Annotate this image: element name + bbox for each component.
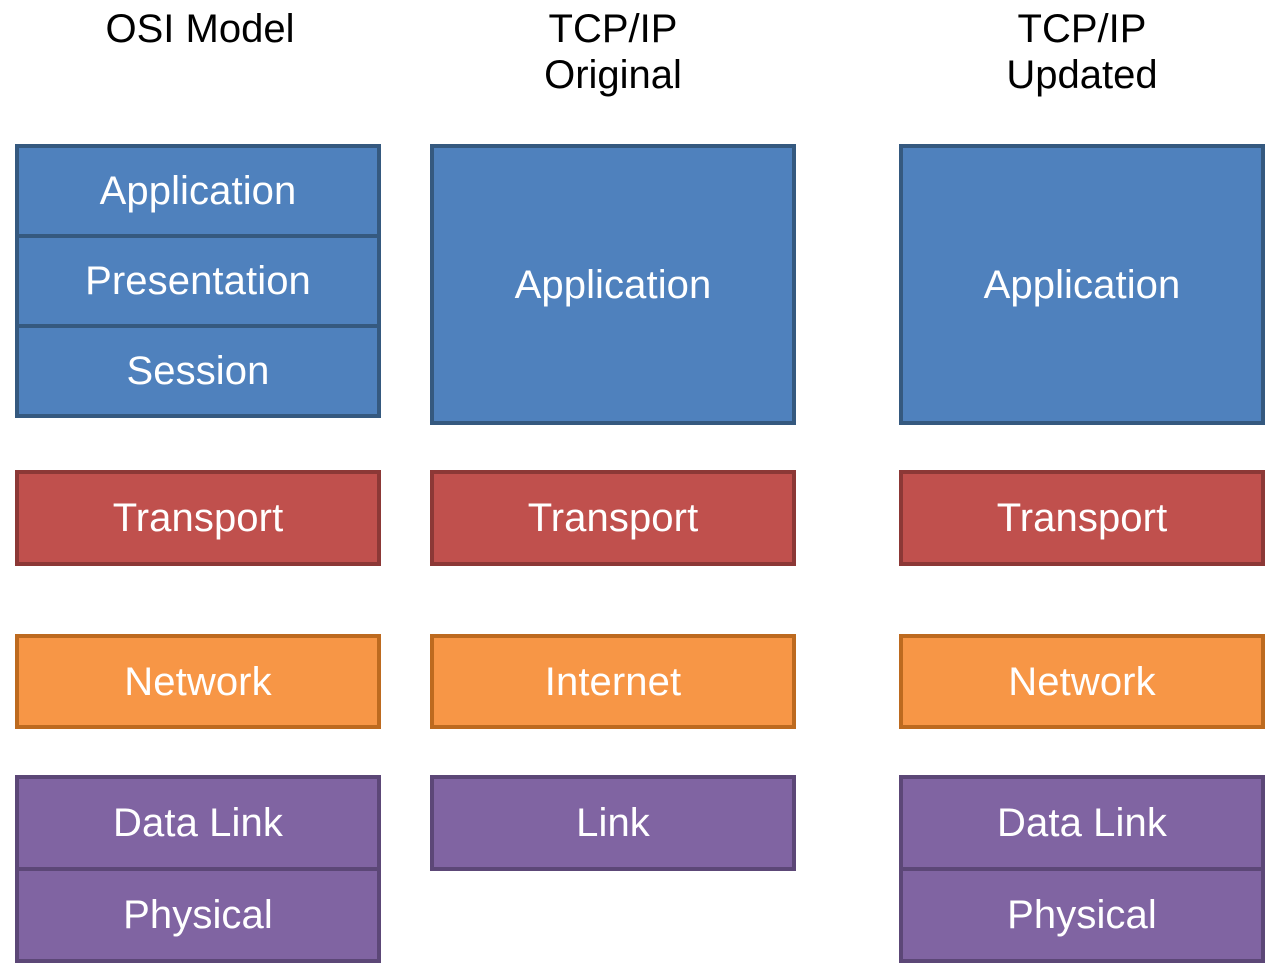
layer-box-internet[interactable]: Internet bbox=[430, 634, 796, 729]
layer-group-osi-transport: Transport bbox=[15, 470, 381, 566]
layer-group-osi-lower: Data Link Physical bbox=[15, 775, 381, 963]
layer-box-presentation[interactable]: Presentation bbox=[15, 234, 381, 328]
layer-box-network[interactable]: Network bbox=[899, 634, 1265, 729]
layer-group-tcpip-updated-upper: Application bbox=[899, 144, 1265, 425]
layer-box-network[interactable]: Network bbox=[15, 634, 381, 729]
column-header-tcpip-updated: TCP/IP Updated bbox=[1006, 7, 1158, 97]
column-header-tcpip-original: TCP/IP Original bbox=[544, 7, 682, 97]
layer-box-transport[interactable]: Transport bbox=[899, 470, 1265, 566]
layer-box-transport[interactable]: Transport bbox=[15, 470, 381, 566]
layer-group-tcpip-original-upper: Application bbox=[430, 144, 796, 425]
layer-box-physical[interactable]: Physical bbox=[899, 867, 1265, 963]
layer-box-data-link[interactable]: Data Link bbox=[15, 775, 381, 871]
layer-group-tcpip-updated-lower: Data Link Physical bbox=[899, 775, 1265, 963]
layer-group-tcpip-original-transport: Transport bbox=[430, 470, 796, 566]
layer-box-application[interactable]: Application bbox=[430, 144, 796, 425]
layer-box-transport[interactable]: Transport bbox=[430, 470, 796, 566]
layer-group-tcpip-updated-transport: Transport bbox=[899, 470, 1265, 566]
column-header-osi: OSI Model bbox=[105, 7, 295, 51]
layer-group-tcpip-updated-network: Network bbox=[899, 634, 1265, 729]
layer-group-tcpip-original-network: Internet bbox=[430, 634, 796, 729]
layer-box-physical[interactable]: Physical bbox=[15, 867, 381, 963]
layer-group-tcpip-original-lower: Link bbox=[430, 775, 796, 871]
layer-box-session[interactable]: Session bbox=[15, 324, 381, 418]
layer-group-osi-upper: Application Presentation Session bbox=[15, 144, 381, 418]
layer-box-link[interactable]: Link bbox=[430, 775, 796, 871]
layer-box-application[interactable]: Application bbox=[15, 144, 381, 238]
layer-box-application[interactable]: Application bbox=[899, 144, 1265, 425]
layer-box-data-link[interactable]: Data Link bbox=[899, 775, 1265, 871]
layer-group-osi-network: Network bbox=[15, 634, 381, 729]
